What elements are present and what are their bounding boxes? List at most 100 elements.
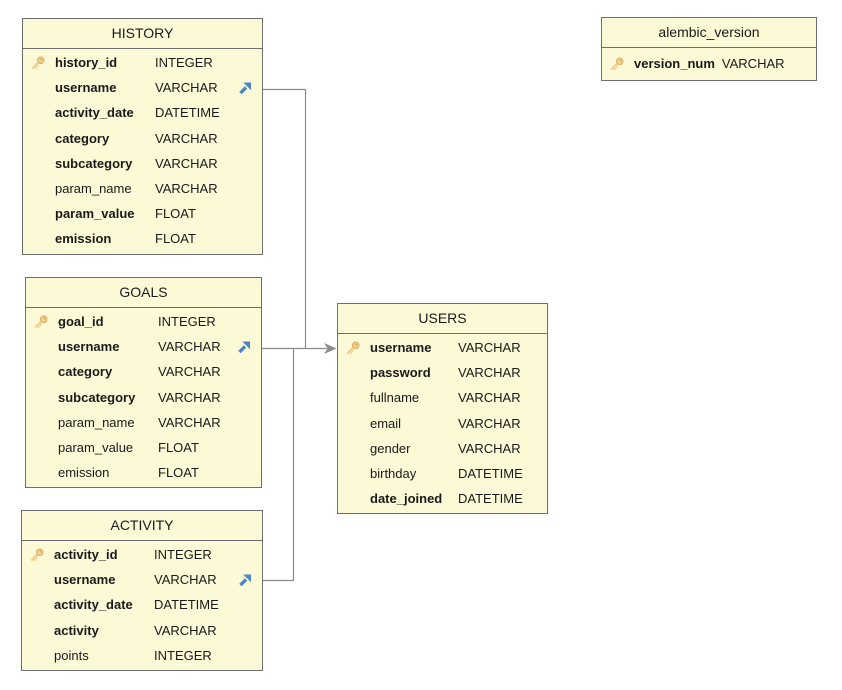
table-column-row[interactable]: birthday DATETIME [338, 461, 547, 486]
column-name: activity_id [54, 547, 118, 563]
column-type: VARCHAR [154, 622, 217, 638]
table-column-row[interactable]: gender VARCHAR [338, 436, 547, 461]
column-type: INTEGER [154, 547, 212, 563]
table-column-row[interactable]: activity VARCHAR [22, 618, 262, 643]
table-column-row[interactable]: param_value FLOAT [26, 435, 261, 460]
column-type: VARCHAR [458, 365, 521, 381]
table-title: USERS [338, 304, 547, 334]
table-body: version_num VARCHAR [602, 48, 816, 80]
column-type: INTEGER [155, 55, 213, 71]
table-column-row[interactable]: param_value FLOAT [23, 201, 262, 226]
table-column-row[interactable]: emission FLOAT [23, 226, 262, 251]
column-name: subcategory [55, 155, 133, 171]
foreign-key-arrow-icon [237, 339, 252, 354]
column-type: VARCHAR [155, 155, 218, 171]
column-name: emission [55, 231, 112, 247]
table-title: alembic_version [602, 18, 816, 48]
column-type: DATETIME [155, 105, 220, 121]
column-type: FLOAT [155, 206, 196, 222]
column-name: param_name [58, 414, 135, 430]
column-type: DATETIME [458, 466, 523, 482]
column-type: VARCHAR [458, 340, 521, 356]
primary-key-icon [609, 56, 634, 72]
table-column-row[interactable]: emission FLOAT [26, 460, 261, 485]
column-type: VARCHAR [155, 181, 218, 197]
table-column-row[interactable]: username VARCHAR [338, 335, 547, 360]
column-name: activity_date [54, 597, 133, 613]
table-column-row[interactable]: goal_id INTEGER [26, 309, 261, 334]
foreign-key-arrow-icon [238, 80, 253, 95]
column-name: goal_id [58, 314, 104, 330]
primary-key-icon [345, 340, 370, 356]
column-type: VARCHAR [155, 130, 218, 146]
column-type: FLOAT [155, 231, 196, 247]
table-column-row[interactable]: password VARCHAR [338, 360, 547, 385]
column-type: VARCHAR [155, 80, 218, 96]
primary-key-icon [29, 547, 54, 563]
column-type: DATETIME [458, 491, 523, 507]
column-type: VARCHAR [158, 339, 221, 355]
column-type: FLOAT [158, 465, 199, 481]
column-type: VARCHAR [158, 364, 221, 380]
table-column-row[interactable]: history_id INTEGER [23, 50, 262, 75]
column-type: FLOAT [158, 440, 199, 456]
column-type: DATETIME [154, 597, 219, 613]
column-type: VARCHAR [458, 415, 521, 431]
column-name: emission [58, 465, 110, 481]
table-column-row[interactable]: date_joined DATETIME [338, 486, 547, 511]
primary-key-icon [30, 55, 55, 71]
column-type: VARCHAR [721, 56, 785, 71]
column-type: VARCHAR [154, 572, 217, 588]
column-name: param_name [55, 181, 132, 197]
column-name: version_num [634, 56, 715, 71]
table-column-row[interactable]: subcategory VARCHAR [23, 151, 262, 176]
column-name: username [370, 340, 432, 356]
column-name: param_value [55, 206, 135, 222]
column-name: username [58, 339, 120, 355]
table-column-row[interactable]: param_name VARCHAR [23, 176, 262, 201]
column-type: VARCHAR [458, 440, 521, 456]
primary-key-icon [33, 314, 58, 330]
table-column-row[interactable]: activity_id INTEGER [22, 542, 262, 567]
column-name: password [370, 365, 431, 381]
table-column-row[interactable]: param_name VARCHAR [26, 410, 261, 435]
column-name: date_joined [370, 491, 443, 507]
column-name: gender [370, 440, 411, 456]
table-column-row[interactable]: version_num VARCHAR [602, 49, 816, 78]
column-type: INTEGER [158, 314, 216, 330]
column-name: username [55, 80, 117, 96]
column-name: param_value [58, 440, 134, 456]
column-name: fullname [370, 390, 420, 406]
column-name: history_id [55, 55, 118, 71]
column-name: points [54, 647, 89, 663]
relationship-line-activity-users [263, 348, 295, 582]
table-column-row[interactable]: username VARCHAR [26, 334, 261, 359]
table-column-row[interactable]: username VARCHAR [23, 75, 262, 100]
column-name: category [55, 130, 110, 146]
column-type: VARCHAR [158, 414, 221, 430]
arrowhead-right-icon [324, 343, 337, 354]
table-alembic-version[interactable]: alembic_version version_num VARCHAR [601, 17, 817, 81]
column-name: birthday [370, 466, 417, 482]
column-name: username [54, 572, 116, 588]
foreign-key-arrow-icon [238, 572, 253, 587]
table-column-row[interactable]: category VARCHAR [23, 126, 262, 151]
column-name: activity [54, 622, 99, 638]
table-title: HISTORY [23, 19, 262, 49]
table-column-row[interactable]: username VARCHAR [22, 567, 262, 592]
table-column-row[interactable]: activity_date DATETIME [22, 592, 262, 617]
